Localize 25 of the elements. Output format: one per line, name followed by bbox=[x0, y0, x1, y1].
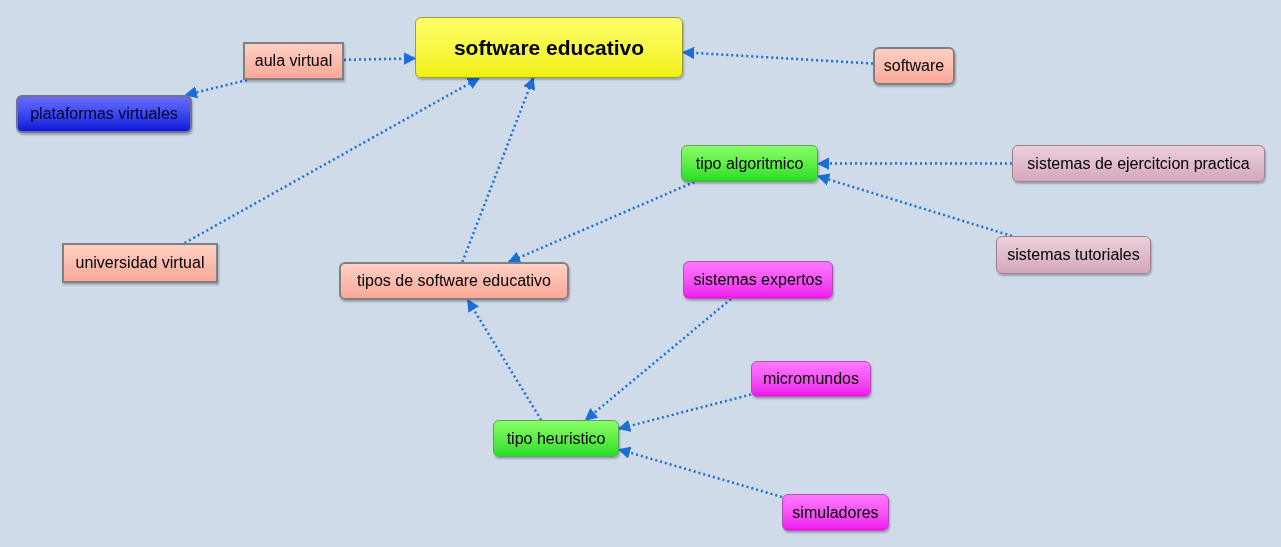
arrow bbox=[584, 298, 732, 421]
concept-box: tipo heuristico bbox=[493, 420, 619, 457]
arrow bbox=[343, 52, 417, 65]
concept-box: sistemas de ejercitcion practica bbox=[1012, 145, 1265, 182]
arrow bbox=[681, 46, 874, 65]
concept-box: universidad virtual bbox=[62, 243, 218, 283]
concept-box: sistemas expertos bbox=[683, 261, 833, 299]
concept-box: software bbox=[873, 47, 955, 85]
arrow bbox=[816, 173, 1013, 238]
concept-box: plataformas virtuales bbox=[16, 95, 192, 133]
arrow bbox=[816, 157, 1012, 170]
concept-box: software educativo bbox=[415, 17, 683, 78]
arrow bbox=[617, 446, 783, 499]
concept-box: tipo algoritmico bbox=[681, 145, 818, 182]
arrow bbox=[507, 180, 695, 264]
arrow bbox=[617, 393, 752, 432]
arrow bbox=[461, 76, 536, 263]
concept-box: simuladores bbox=[782, 494, 889, 531]
concept-box: tipos de software educativo bbox=[339, 262, 569, 300]
arrow bbox=[466, 298, 543, 421]
concept-box: aula virtual bbox=[243, 42, 344, 80]
arrow bbox=[183, 76, 481, 245]
concept-box: micromundos bbox=[751, 361, 871, 397]
arrow bbox=[184, 78, 248, 99]
concept-box: sistemas tutoriales bbox=[996, 236, 1151, 274]
